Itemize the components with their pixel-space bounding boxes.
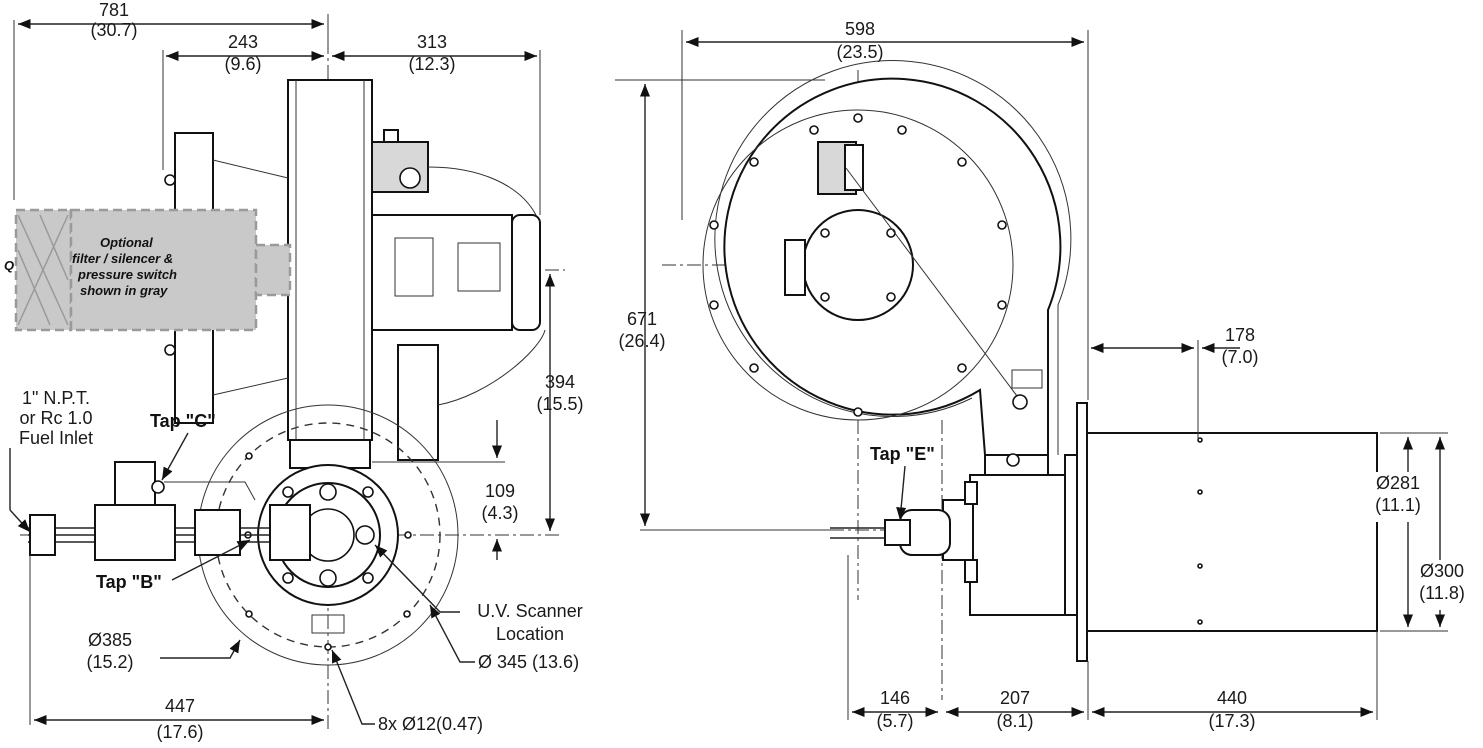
dim-781-in: (30.7) [90, 20, 137, 40]
damper-box [397, 344, 439, 461]
dim-109-mm: 109 [485, 481, 515, 501]
blast-tube [1086, 432, 1378, 632]
uv-scanner-line-1: U.V. Scanner [477, 601, 582, 621]
dim-243-mm: 243 [228, 32, 258, 52]
dim-385-mm: Ø385 [88, 630, 132, 650]
tap-e-label: Tap "E" [870, 444, 935, 464]
dim-394-in: (15.5) [536, 394, 583, 414]
pressure-switch [371, 141, 429, 193]
dim-440-mm: 440 [1217, 688, 1247, 708]
gas-regulator [94, 504, 176, 561]
dim-178-in: (7.0) [1221, 347, 1258, 367]
fan-housing-side [287, 79, 373, 441]
optional-note-line-1: Optional [100, 235, 153, 250]
dim-207-in: (8.1) [996, 711, 1033, 731]
dim-300-in: (11.8) [1419, 583, 1465, 603]
dim-671-mm: 671 [627, 309, 657, 329]
dim-598-mm: 598 [845, 19, 875, 39]
dim-385-in: (15.2) [86, 652, 133, 672]
optional-note-line-2: filter / silencer & [72, 251, 173, 266]
fuel-inlet-line-2: or Rc 1.0 [19, 408, 92, 428]
tap-b-label: Tap "B" [96, 572, 162, 592]
gas-valve [194, 509, 241, 556]
burner-body [969, 474, 1066, 616]
dim-146-mm: 146 [880, 688, 910, 708]
dim-207-mm: 207 [1000, 688, 1030, 708]
right-front-view: 598 (23.5) 671 (26.4) 178 (7.0) Ø281 (11… [615, 19, 1474, 731]
tap-c-label: Tap "C" [150, 411, 216, 431]
dim-598-in: (23.5) [836, 42, 883, 62]
optional-note-line-3: pressure switch [77, 267, 177, 282]
fan-face-circle [702, 109, 1014, 421]
dim-300-mm: Ø300 [1420, 561, 1464, 581]
holes-callout: 8x Ø12(0.47) [378, 714, 483, 734]
motor-body [371, 214, 513, 331]
dim-178-mm: 178 [1225, 325, 1255, 345]
dim-281-mm: Ø281 [1376, 473, 1420, 493]
dim-109-in: (4.3) [481, 503, 518, 523]
fuel-inlet-line-1: 1" N.P.T. [22, 388, 90, 408]
dim-281-in: (11.1) [1375, 495, 1421, 515]
fuel-inlet-line-3: Fuel Inlet [19, 428, 93, 448]
dim-243-in: (9.6) [224, 54, 261, 74]
fan-inlet-circle [802, 209, 914, 321]
optional-note-line-4: shown in gray [80, 283, 168, 298]
dim-447-mm: 447 [165, 696, 195, 716]
left-side-view: Optional filter / silencer & pressure sw… [4, 0, 584, 742]
dim-313-mm: 313 [417, 32, 447, 52]
uv-scanner-line-2: Location [496, 624, 564, 644]
bottom-tag: Q [4, 258, 14, 273]
dim-447-in: (17.6) [156, 722, 203, 742]
dim-440-in: (17.3) [1208, 711, 1255, 731]
optional-silencer-gray [69, 208, 258, 332]
dim-345: Ø 345 (13.6) [478, 652, 579, 672]
dim-146-in: (5.7) [876, 711, 913, 731]
dim-781-mm: 781 [99, 0, 129, 20]
dim-394-mm: 394 [545, 372, 575, 392]
dim-671-in: (26.4) [618, 331, 665, 351]
mounting-flange [1076, 402, 1088, 662]
dim-313-in: (12.3) [408, 54, 455, 74]
